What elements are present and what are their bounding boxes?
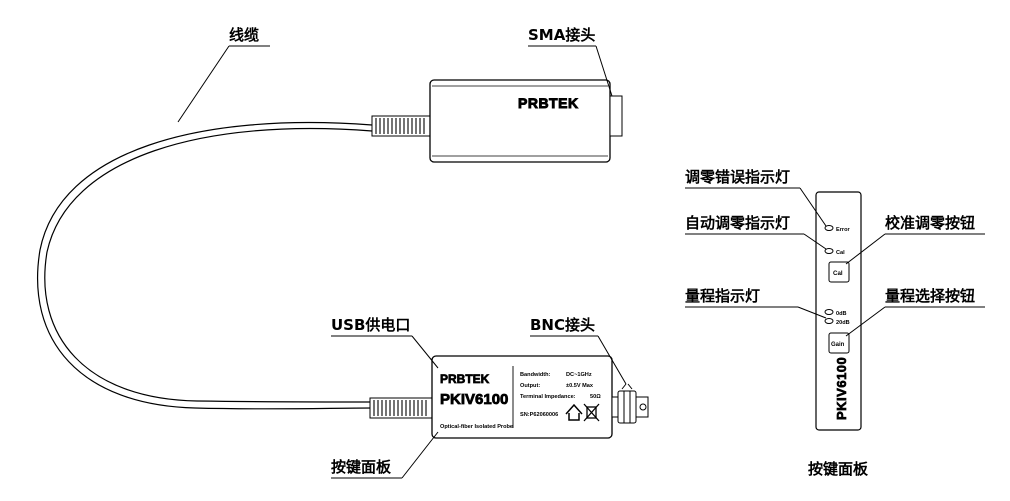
label-sma-text: SMA接头 [528, 26, 595, 44]
spec-bandwidth-key: Bandwidth: [520, 372, 551, 378]
label-usb-text: USB供电口 [331, 316, 410, 334]
spec-output-val: ±0.5V Max [566, 383, 594, 389]
label-cal-button: 校准调零按钮 [845, 214, 985, 265]
range-20db-led [824, 318, 834, 324]
label-sma: SMA接头 [528, 26, 613, 97]
label-range-led-text: 量程指示灯 [685, 287, 760, 305]
range-0db-led [824, 309, 834, 315]
error-led [824, 225, 834, 231]
gain-button[interactable] [828, 332, 850, 354]
label-range-select-button: 量程选择按钮 [845, 287, 985, 337]
sma-nut [609, 95, 623, 137]
label-range-led: 量程指示灯 [685, 287, 827, 319]
label-bnc-text: BNC接头 [530, 316, 595, 334]
panel-20db-text: 20dB [836, 320, 850, 326]
spec-output-key: Output: [520, 383, 540, 389]
label-key-panel: 按键面板 [331, 431, 439, 479]
main-subtitle: Optical-fiber Isolated Probe [440, 424, 513, 430]
cal-led [824, 248, 834, 254]
sma-housing [429, 79, 611, 163]
label-error-led-text: 调零错误指示灯 [685, 168, 790, 186]
weee-bin-icon [583, 403, 600, 422]
main-strain-relief [369, 397, 433, 419]
main-brand: PRBTEK [440, 372, 490, 386]
spec-impedance-val: 50Ω [590, 394, 601, 400]
panel-cal-led-text: Cal [836, 250, 845, 256]
key-panel-right: Error Cal Cal 0dB 20dB Gain PKIV6100 [815, 191, 862, 431]
sma-strain-relief [371, 115, 431, 137]
label-usb: USB供电口 [331, 316, 439, 369]
main-model: PKIV6100 [440, 391, 508, 408]
gain-button-label: Gain [831, 342, 845, 348]
label-cable: 线缆 [177, 26, 270, 123]
label-auto-zero-led-text: 自动调零指示灯 [685, 214, 790, 232]
label-auto-zero-led: 自动调零指示灯 [685, 214, 827, 250]
label-range-select-button-text: 量程选择按钮 [885, 287, 975, 305]
spec-bandwidth-val: DC~1GHz [566, 372, 592, 378]
spec-impedance-key: Terminal Impedance: [520, 394, 576, 400]
label-bnc: BNC接头 [530, 316, 627, 385]
main-probe-unit: PRBTEK PKIV6100 Optical-fiber Isolated P… [369, 355, 649, 439]
sma-connector-unit: PRBTEK [371, 79, 623, 163]
home-icon [565, 403, 583, 421]
label-cal-button-text: 校准调零按钮 [885, 214, 975, 232]
label-key-panel-text: 按键面板 [331, 458, 392, 476]
cal-button-label: Cal [833, 270, 843, 277]
panel-error-text: Error [836, 227, 851, 233]
panel-model-vertical: PKIV6100 [834, 357, 849, 420]
panel-0db-text: 0dB [836, 311, 847, 317]
sma-brand: PRBTEK [518, 95, 579, 111]
serial-number: SN:P62060006 [520, 412, 558, 418]
bnc-connector [611, 383, 649, 424]
label-cable-text: 线缆 [229, 26, 259, 44]
label-error-led: 调零错误指示灯 [685, 168, 827, 227]
cal-button[interactable] [828, 261, 850, 283]
label-key-panel-right: 按键面板 [808, 460, 869, 478]
cable-loop [36, 121, 373, 410]
